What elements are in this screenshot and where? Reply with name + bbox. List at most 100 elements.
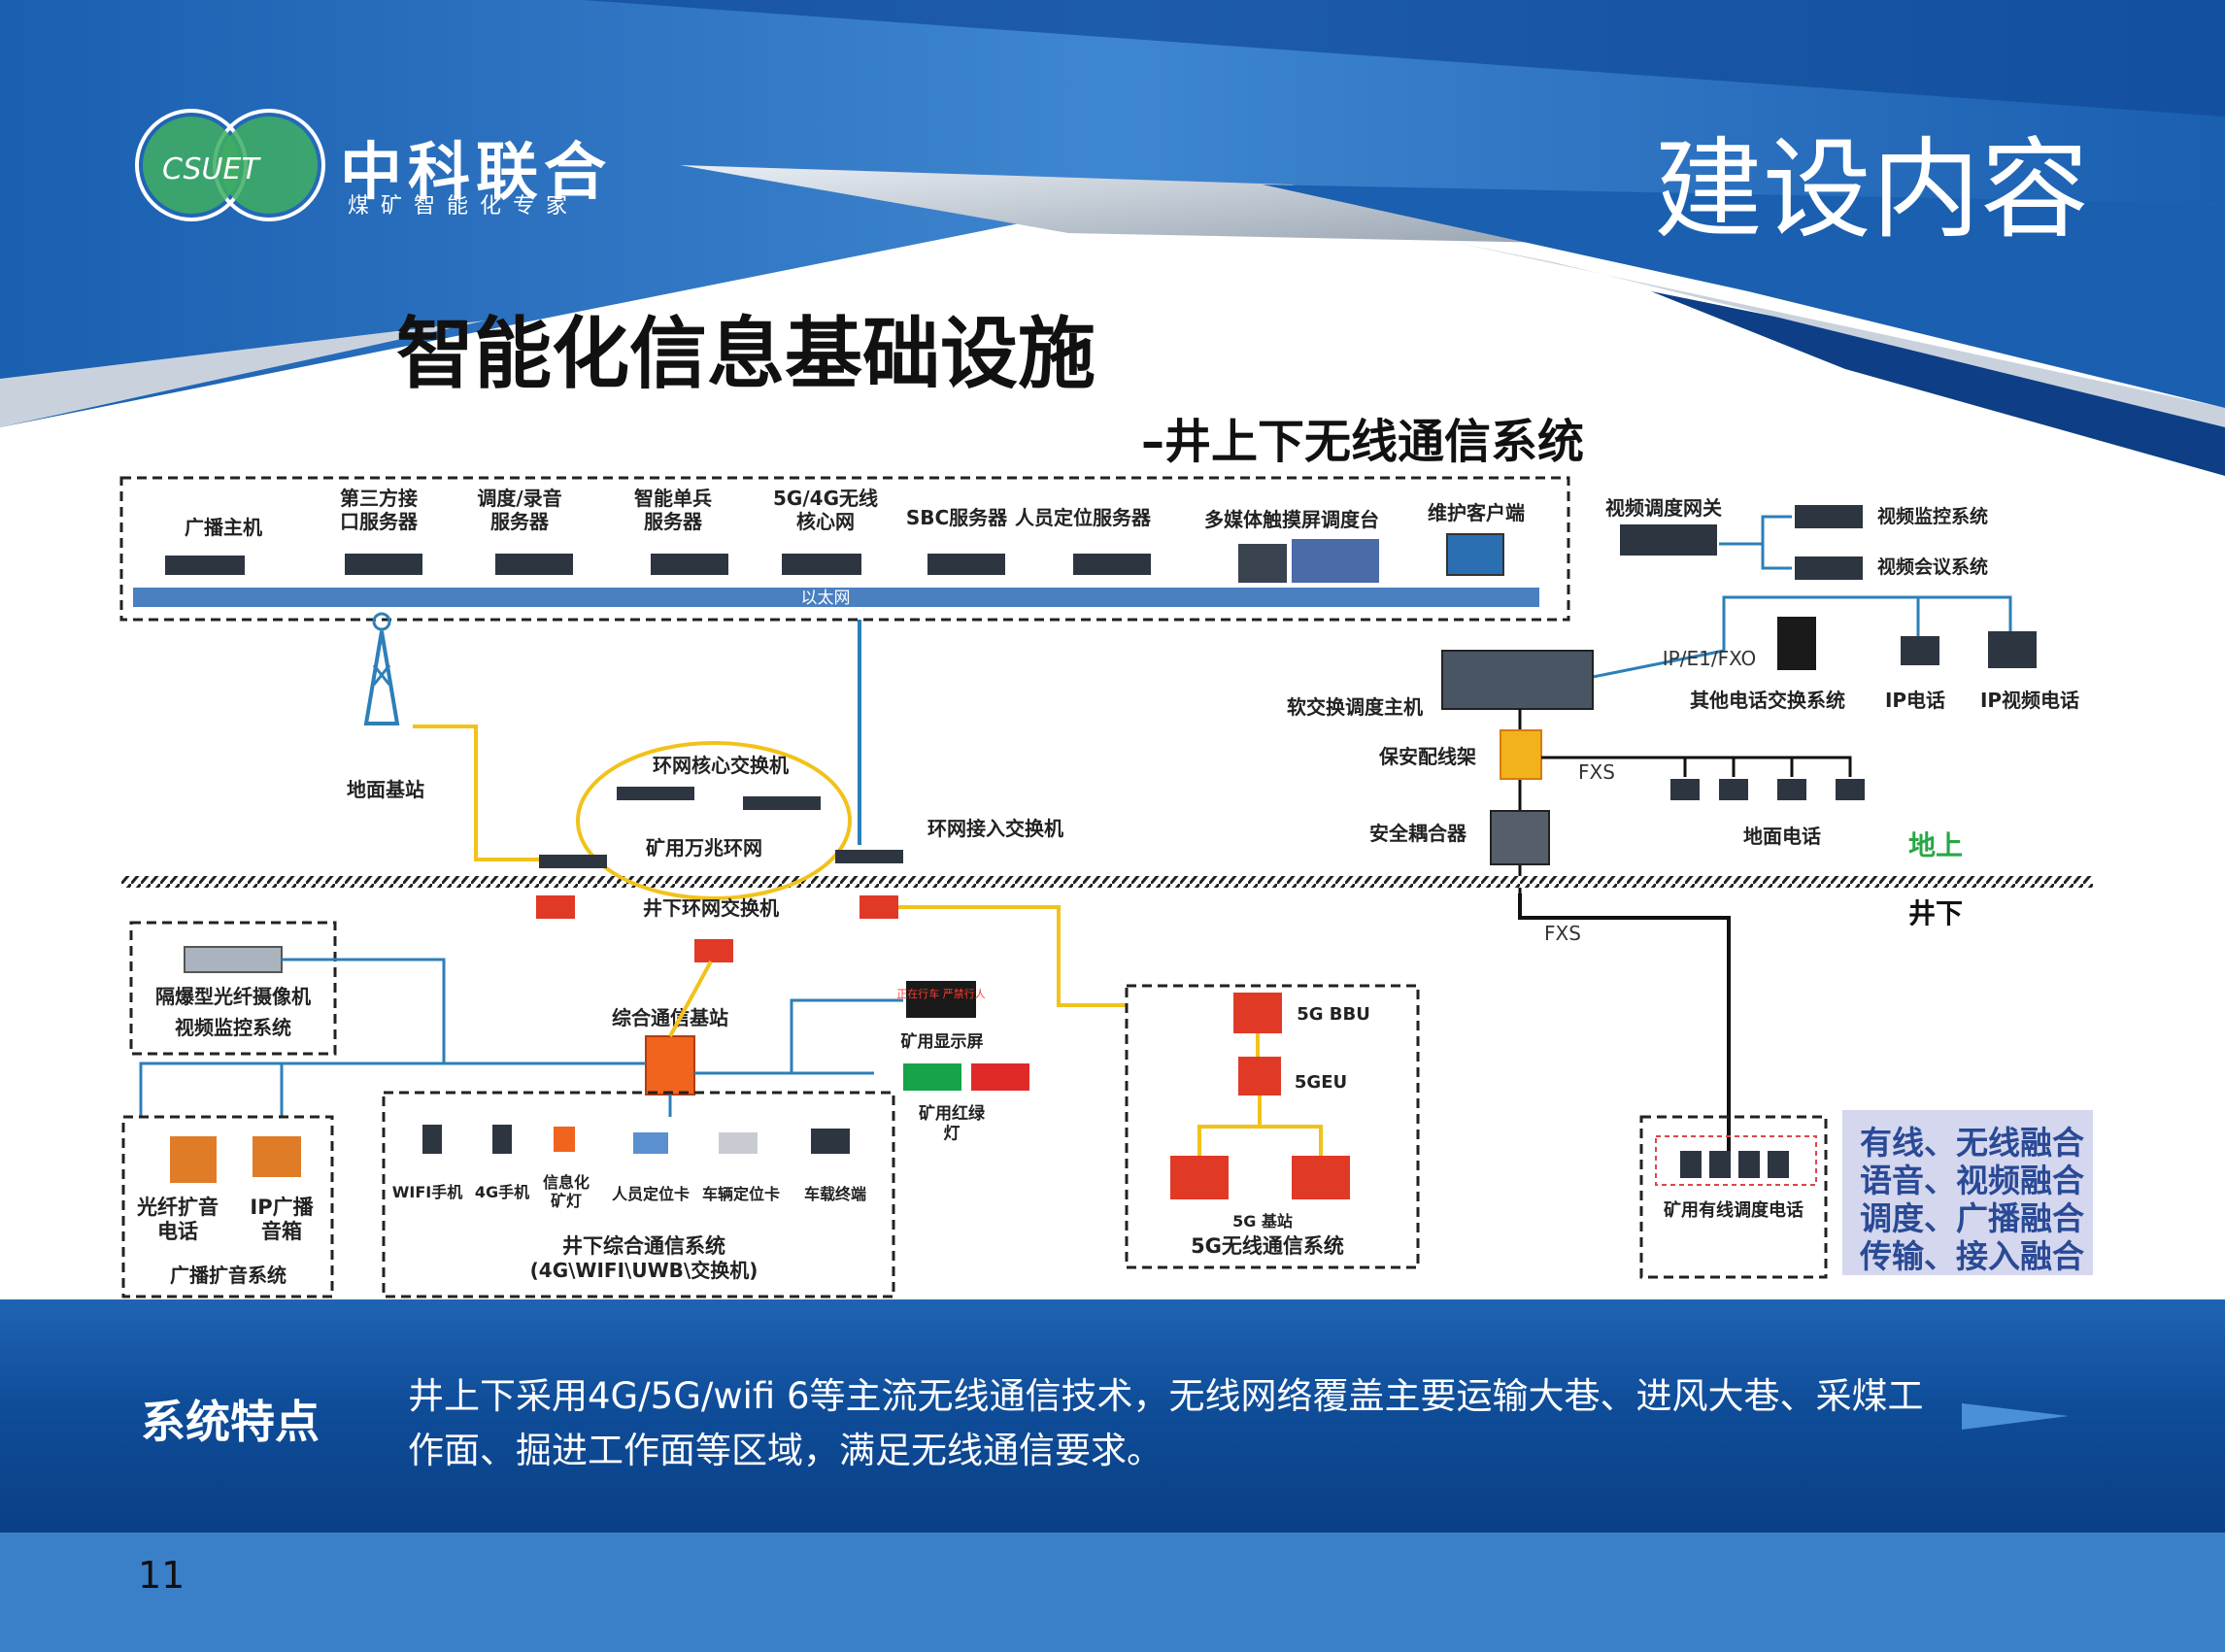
server-positioning: 人员定位服务器 [1015, 506, 1152, 575]
broadcast-system-label: 广播扩音系统 [170, 1264, 287, 1287]
video-monitor-label: 视频监控系统 [1877, 505, 1988, 527]
logo-globe-icon: CSUET [135, 109, 325, 221]
ring-network [576, 741, 852, 900]
wired-phone-devices [1680, 1151, 1789, 1178]
server-touch-console: 多媒体触摸屏调度台 [1204, 508, 1379, 583]
base-5g-device-2 [1292, 1156, 1350, 1199]
section-title: 建设内容 [1654, 127, 2089, 253]
feature-text: 井上下采用4G/5G/wifi 6等主流无线通信技术，无线网络覆盖主要运输大巷、… [408, 1375, 1924, 1471]
terminal-label: 车载终端 [804, 1185, 866, 1203]
mine-display-label: 矿用显示屏 [901, 1031, 984, 1052]
mine-ring-label: 矿用万兆环网 [646, 836, 762, 860]
network-diagram: 以太网 广播主机 第三方接口服务器 调度/录音服务器 智能单兵服务器 5G/4G… [112, 476, 2112, 1301]
server-maintenance-client: 维护客户端 [1428, 501, 1525, 576]
server-label: 调度/录音服务器 [477, 487, 561, 533]
fusion-line: 传输、接入融合 [1860, 1237, 2084, 1275]
ip-video-phone-device [1988, 631, 2037, 668]
server-label: 广播主机 [185, 516, 262, 539]
other-exchange-device [1777, 617, 1816, 670]
comm-base-station-device [645, 1035, 695, 1096]
softswitch-device [1441, 650, 1594, 710]
video-conference-label: 视频会议系统 [1877, 556, 1988, 578]
above-ground-label: 地上 [1908, 829, 1963, 861]
server-label: SBC服务器 [906, 506, 1008, 529]
footer-bar [0, 1533, 2225, 1652]
ip-phone-label: IP电话 [1885, 689, 1945, 712]
other-exchange-label: 其他电话交换系统 [1690, 689, 1845, 712]
geu-device [1238, 1057, 1281, 1096]
traffic-light-red [971, 1063, 1029, 1091]
page-title: 智能化信息基础设施 [396, 309, 1096, 399]
fusion-line: 语音、视频融合 [1860, 1162, 2084, 1199]
server-label: 第三方接口服务器 [340, 487, 419, 533]
label-line: 音箱 [261, 1220, 302, 1243]
softswitch-label: 软交换调度主机 [1287, 695, 1423, 719]
label-line: 灯 [944, 1124, 961, 1143]
ip-e1-fxo-label: IP/E1/FXO [1663, 647, 1756, 670]
fxs-lower-label: FXS [1544, 922, 1581, 945]
page-subtitle: –井上下无线通信系统 [1141, 415, 1585, 469]
underground-comm-sub: (4G\WIFI\UWB\交换机) [530, 1259, 759, 1282]
mine-display-device [906, 981, 976, 1018]
label-line: 第三方接 [340, 487, 418, 510]
traffic-light-green [903, 1063, 961, 1091]
camera-box [129, 921, 337, 1056]
safety-coupler-device [1490, 810, 1550, 865]
fusion-box [1842, 1110, 2093, 1275]
ring-switch-left [539, 855, 607, 868]
wired-phone-label: 矿用有线调度电话 [1664, 1199, 1804, 1221]
server-dispatch-record: 调度/录音服务器 [477, 487, 573, 575]
logo-acronym: CSUET [162, 152, 261, 186]
label-line: 矿用红绿 [919, 1103, 986, 1124]
geu-label: 5GEU [1295, 1072, 1347, 1093]
video-gateway-label: 视频调度网关 [1605, 496, 1722, 520]
label-line: 核心网 [796, 510, 855, 533]
server-group-box [119, 476, 1570, 622]
label-line: 5G/4G无线 [773, 487, 878, 510]
protection-frame-device [1500, 729, 1542, 780]
label-line: 服务器 [490, 510, 550, 533]
ring-access-switch-device [835, 850, 903, 863]
server-sbc: SBC服务器 [906, 506, 1008, 575]
ground-divider [121, 876, 2093, 888]
bbu-label: 5G BBU [1297, 1004, 1370, 1025]
ethernet-label: 以太网 [801, 589, 851, 608]
fiber-phone-device [170, 1136, 217, 1183]
video-system-label: 视频监控系统 [175, 1016, 291, 1039]
fusion-line: 调度、广播融合 [1860, 1199, 2084, 1237]
ip-phone-device [1901, 636, 1939, 665]
server-core-network: 5G/4G无线核心网 [773, 487, 878, 575]
ground-base-station-icon [363, 612, 400, 725]
wireless-5g-label: 5G无线通信系统 [1191, 1234, 1344, 1258]
terminal-label: 人员定位卡 [612, 1185, 690, 1203]
server-label: 多媒体触摸屏调度台 [1204, 508, 1379, 531]
ip-speaker-label: IP广播音箱 [250, 1196, 314, 1243]
traffic-light-label: 矿用红绿灯 [919, 1103, 986, 1143]
ring-core-switch-label: 环网核心交换机 [653, 754, 789, 777]
ring-access-switch-label: 环网接入交换机 [927, 817, 1063, 840]
server-label: 维护客户端 [1428, 501, 1525, 524]
underground-ring-switches [536, 895, 898, 962]
ground-phone-label: 地面电话 [1743, 825, 1821, 848]
server-label: 人员定位服务器 [1015, 506, 1152, 529]
terminal-label: 信息化矿灯 [543, 1173, 590, 1210]
mine-display-content: 正在行车 严禁行人 [896, 987, 986, 1000]
video-gateway-device [1620, 524, 1717, 556]
ring-core-switch-2 [743, 796, 821, 810]
video-monitor-device [1795, 505, 1863, 528]
label-line: 信息化 [543, 1173, 590, 1192]
protection-frame-label: 保安配线架 [1378, 745, 1476, 768]
label-line: 智能单兵 [634, 487, 712, 510]
logo-name: 中科联合 [340, 137, 612, 209]
base-5g-device-1 [1170, 1156, 1229, 1199]
terminal-label: WIFI手机 [392, 1183, 463, 1201]
server-label: 5G/4G无线核心网 [773, 487, 878, 533]
fusion-line: 有线、无线融合 [1860, 1124, 2084, 1162]
video-conference-device [1795, 556, 1863, 580]
camera-label: 隔爆型光纤摄像机 [155, 985, 311, 1008]
ip-speaker-device [253, 1136, 301, 1177]
terminal-label: 车辆定位卡 [702, 1185, 780, 1203]
label-line: 光纤扩音 [136, 1196, 219, 1219]
underground-comm-label: 井下综合通信系统 [562, 1234, 725, 1258]
